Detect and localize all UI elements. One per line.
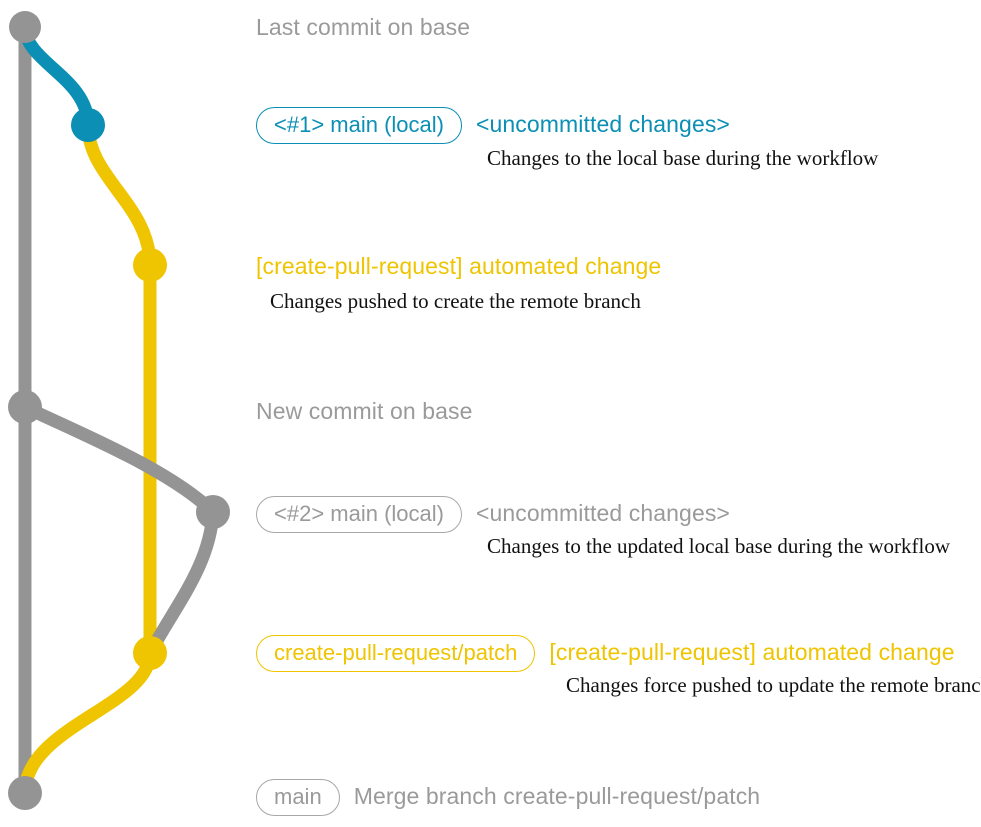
ref-badge-label-main: main bbox=[256, 779, 340, 817]
ref-badge-main[interactable]: main bbox=[256, 779, 340, 817]
ref-badge-label-main-local-2: <#2> main (local) bbox=[256, 496, 462, 534]
ref-badge-label-create-pull-request-patch: create-pull-request/patch bbox=[256, 635, 536, 673]
commit-node-base-merge bbox=[8, 776, 42, 810]
ref-badge-main-local-1[interactable]: <#1> main (local) bbox=[256, 107, 462, 145]
edge-local1-to-patch1 bbox=[81, 118, 157, 272]
commit-node-local-1 bbox=[71, 108, 105, 142]
commit-subject-last-commit-on-base: Last commit on base bbox=[256, 14, 471, 40]
commit-node-patch-2 bbox=[133, 636, 167, 670]
commit-subject-local-change-1: <uncommitted changes> bbox=[475, 111, 730, 137]
commit-subject-merge-commit: Merge branch create-pull-request/patch bbox=[353, 783, 761, 809]
edge-patch2-to-merge bbox=[18, 646, 157, 800]
commit-row-local-change-2: <#2> main (local) <uncommitted changes> bbox=[256, 496, 730, 534]
commit-note-automated-change-1: Changes pushed to create the remote bran… bbox=[270, 289, 641, 313]
commit-subject-new-commit-on-base: New commit on base bbox=[256, 398, 473, 424]
ref-badge-create-pull-request-patch[interactable]: create-pull-request/patch bbox=[256, 635, 536, 673]
commit-row-new-commit-on-base: New commit on base bbox=[256, 398, 473, 425]
commit-note-automated-change-2: Changes force pushed to update the remot… bbox=[566, 673, 981, 697]
edge-basenew-to-local2 bbox=[18, 400, 220, 519]
edge-local2-to-patch2 bbox=[143, 505, 220, 660]
ref-badge-label-main-local-1: <#1> main (local) bbox=[256, 107, 462, 145]
edge-base-to-local1 bbox=[18, 20, 95, 132]
commit-subject-automated-change-2: [create-pull-request] automated change bbox=[549, 639, 955, 665]
ref-badge-main-local-2[interactable]: <#2> main (local) bbox=[256, 496, 462, 534]
commit-subject-local-change-2: <uncommitted changes> bbox=[475, 500, 730, 526]
commit-node-base-last bbox=[9, 11, 41, 43]
commit-row-automated-change-2: create-pull-request/patch [create-pull-r… bbox=[256, 635, 955, 673]
commit-node-local-2 bbox=[196, 495, 230, 529]
commit-row-automated-change-1: [create-pull-request] automated change bbox=[256, 253, 661, 280]
commit-note-local-change-1: Changes to the local base during the wor… bbox=[487, 146, 879, 170]
commit-subject-automated-change-1: [create-pull-request] automated change bbox=[256, 253, 662, 279]
commit-row-last-commit-on-base: Last commit on base bbox=[256, 14, 470, 41]
commit-node-patch-1 bbox=[133, 248, 167, 282]
commit-node-base-new bbox=[8, 390, 42, 424]
commit-row-merge-commit: main Merge branch create-pull-request/pa… bbox=[256, 779, 761, 817]
commit-note-local-change-2: Changes to the updated local base during… bbox=[487, 534, 951, 558]
commit-row-local-change-1: <#1> main (local) <uncommitted changes> bbox=[256, 107, 730, 145]
